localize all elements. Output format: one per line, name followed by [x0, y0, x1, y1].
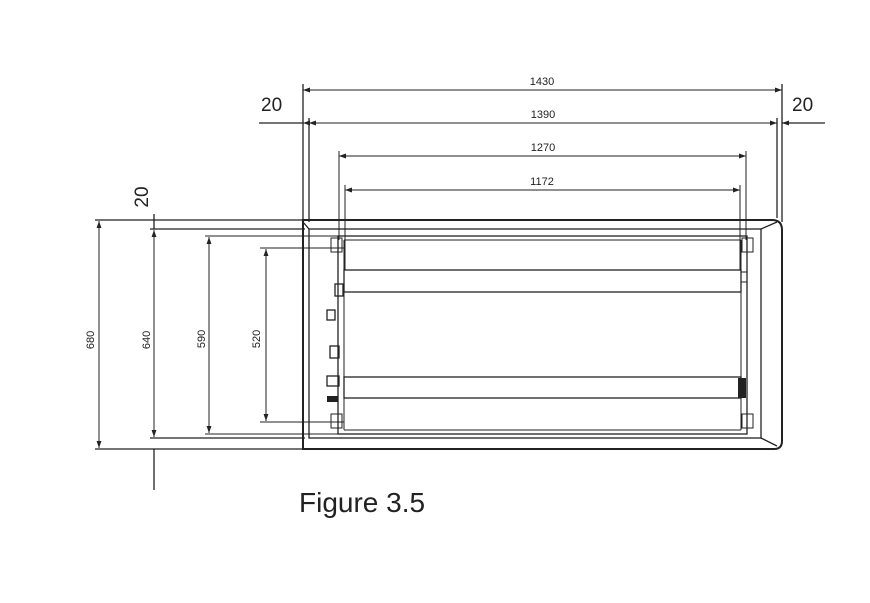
gap-label-top: 20 — [132, 186, 153, 207]
left-connector-3 — [326, 375, 340, 387]
upper-rail — [343, 269, 742, 293]
dim-label-520: 520 — [251, 330, 263, 348]
cabinet-outer-frame — [302, 219, 783, 450]
figure-caption: Figure 3.5 — [299, 487, 425, 518]
frame-corner-bottom-right — [760, 437, 778, 447]
left-clip-upper — [334, 283, 344, 297]
bracket-bottom-left — [330, 413, 343, 429]
right-terminal-block — [738, 378, 746, 398]
left-connector-4 — [327, 396, 338, 402]
horizontal-dimensions: 1430 1390 1270 1172 20 20 — [259, 76, 825, 270]
frame-corner-top-left — [302, 221, 310, 230]
dim-label-1430: 1430 — [530, 76, 554, 88]
dim-label-1172: 1172 — [530, 176, 554, 188]
left-connector-2 — [329, 345, 340, 359]
vertical-dimensions: 680 640 590 520 20 — [85, 186, 344, 490]
bracket-bottom-right — [741, 413, 754, 429]
bracket-top-left — [330, 237, 343, 253]
lower-rail — [343, 376, 742, 399]
cabinet — [302, 219, 783, 450]
dim-label-640: 640 — [141, 331, 153, 349]
frame-corner-top-right — [760, 221, 778, 230]
inner-panel — [337, 235, 748, 435]
dim-label-1390: 1390 — [531, 109, 555, 121]
dim-label-1270: 1270 — [531, 142, 555, 154]
dim-label-680: 680 — [85, 331, 97, 349]
gap-label-left: 20 — [261, 95, 282, 116]
left-connector-1 — [326, 309, 336, 321]
cabinet-inner-frame — [308, 228, 762, 439]
gap-label-right: 20 — [792, 95, 813, 116]
right-clip-upper — [740, 271, 748, 283]
dim-label-590: 590 — [196, 330, 208, 348]
bracket-top-right — [741, 237, 754, 253]
